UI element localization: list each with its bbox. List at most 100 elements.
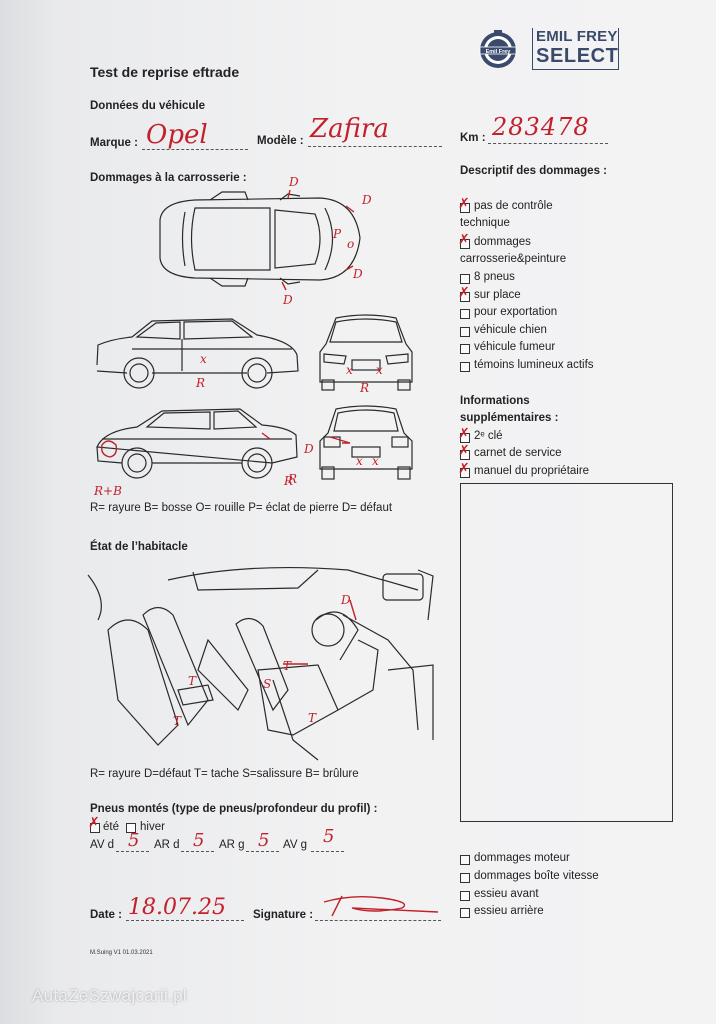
additional-info-title-line2: supplémentaires : — [460, 412, 559, 424]
date-value[interactable]: 18.07.25 — [128, 895, 226, 920]
tire-av-d-value[interactable]: 5 — [128, 830, 140, 851]
mark-side-right-r: R — [283, 474, 293, 488]
extra-damage-item-label: essieu avant — [474, 888, 539, 900]
tire-ar-d-line — [181, 851, 214, 852]
svg-text:Emil Frey: Emil Frey — [486, 49, 512, 55]
damage-item-check-mark: ✗ — [458, 232, 470, 248]
footer-code: M.Suing V1 01.03.2021 — [90, 950, 153, 956]
damage-item-label: pour exportation — [474, 306, 558, 318]
emil-frey-badge-logo: Emil Frey — [479, 30, 517, 68]
damage-item-checkbox[interactable] — [460, 309, 470, 319]
tire-ar-d-value[interactable]: 5 — [193, 830, 205, 851]
mark-front-r: R — [359, 381, 369, 395]
body-damage-title: Dommages à la carrosserie : — [90, 172, 247, 184]
mark-rear-x2: x — [372, 454, 379, 468]
car-rear-view-diagram: D x x R — [287, 405, 413, 486]
tire-av-g-value[interactable]: 5 — [323, 826, 335, 847]
km-line — [488, 143, 608, 144]
mark-side-left-x: x — [200, 352, 207, 366]
mark-top-d4: D — [282, 293, 293, 307]
tire-summer-check-mark: ✗ — [88, 815, 100, 831]
car-front-view-diagram: x x R — [319, 314, 413, 395]
additional-info-title-line1: Informations — [460, 395, 530, 407]
mark-interior-s: S — [263, 677, 271, 691]
mark-top-o: o — [347, 237, 354, 251]
damage-item-checkbox[interactable] — [460, 362, 470, 372]
vehicle-section-title: Données du véhicule — [90, 100, 206, 112]
additional-info-item-label: carnet de service — [474, 447, 562, 459]
extra-damage-item-checkbox[interactable] — [460, 873, 470, 883]
tire-av-d-line — [116, 851, 149, 852]
interior-diagram: D T T T T S — [87, 566, 434, 761]
additional-info-item-check-mark: ✗ — [458, 443, 470, 459]
additional-info-item-label: 2ᵉ clé — [474, 430, 503, 442]
brand-wordmark: EMIL FREY SELECT — [532, 28, 620, 72]
additional-info-item-check-mark: ✗ — [458, 426, 470, 442]
damage-item-checkbox[interactable] — [460, 239, 470, 249]
additional-info-item-check-mark: ✗ — [458, 461, 470, 477]
extra-damage-item-checkbox[interactable] — [460, 891, 470, 901]
extra-damage-item-checkbox[interactable] — [460, 855, 470, 865]
body-legend: R= rayure B= bosse O= rouille P= éclat d… — [90, 502, 393, 514]
km-value[interactable]: 283478 — [492, 113, 590, 141]
car-side-left-diagram: x R — [96, 318, 299, 390]
mark-top-d2: D — [361, 193, 372, 207]
additional-info-item-label: manuel du propriétaire — [474, 465, 590, 477]
tire-winter-checkbox[interactable] — [126, 823, 136, 833]
tires-title: Pneus montés (type de pneus/profondeur d… — [90, 803, 378, 815]
modele-value[interactable]: Zafira — [310, 114, 389, 144]
mark-top-d3: D — [352, 267, 363, 281]
extra-damage-item-checkbox[interactable] — [460, 908, 470, 918]
damage-item-checkbox[interactable] — [460, 344, 470, 354]
extra-damage-item-label: essieu arrière — [474, 905, 544, 917]
damage-item-checkbox[interactable] — [460, 292, 470, 302]
additional-info-item-checkbox[interactable] — [460, 468, 470, 478]
damage-item-label: 8 pneus — [474, 271, 515, 283]
date-line — [126, 920, 244, 921]
signature-line — [315, 920, 441, 921]
tire-av-d-label: AV d — [90, 839, 115, 851]
additional-info-item-checkbox[interactable] — [460, 433, 470, 443]
damage-item-label: véhicule fumeur — [474, 341, 556, 353]
interior-title: État de l’habitacle — [90, 541, 188, 553]
damage-item-label: pas de contrôle — [474, 200, 553, 212]
mark-front-x2: x — [376, 363, 383, 377]
damage-item-check-mark: ✗ — [458, 285, 470, 301]
damage-item-checkbox[interactable] — [460, 203, 470, 213]
brand-name-line2: SELECT — [536, 45, 619, 67]
modele-line — [308, 146, 442, 147]
tire-av-g-line — [311, 851, 344, 852]
mark-rear-d: D — [303, 442, 314, 456]
notes-box[interactable] — [460, 483, 673, 822]
mark-interior-t3: T — [283, 659, 292, 673]
additional-info-item-checkbox[interactable] — [460, 450, 470, 460]
car-top-view-diagram: D D P o D D — [159, 175, 372, 307]
form-title: Test de reprise eftrade — [90, 64, 240, 80]
car-side-right-diagram: R+B R — [93, 408, 298, 498]
marque-value[interactable]: Opel — [146, 120, 208, 150]
damage-item-label: sur place — [474, 289, 521, 301]
tire-av-g-label: AV g — [283, 839, 308, 851]
brand-name-line1: EMIL FREY — [536, 28, 618, 45]
interior-legend: R= rayure D=défaut T= tache S=salissure … — [90, 768, 359, 780]
tire-ar-g-label: AR g — [219, 839, 245, 851]
tire-summer-checkbox[interactable] — [90, 823, 100, 833]
mark-front-x1: x — [346, 363, 353, 377]
extra-damage-item-label: dommages moteur — [474, 852, 570, 864]
mark-interior-t2: T — [173, 714, 182, 728]
tire-ar-g-value[interactable]: 5 — [258, 830, 270, 851]
marque-line — [142, 149, 248, 150]
date-label: Date : — [90, 909, 122, 921]
damage-item-check-mark: ✗ — [458, 196, 470, 212]
signature-label: Signature : — [253, 909, 314, 921]
damage-item-checkbox[interactable] — [460, 327, 470, 337]
mark-rear-r: R — [287, 472, 297, 486]
damage-item-label: véhicule chien — [474, 324, 547, 336]
signature-scribble[interactable] — [312, 892, 442, 922]
damage-item-label-line2: carrosserie&peinture — [460, 253, 567, 265]
marque-label: Marque : — [90, 137, 138, 149]
mark-rear-x1: x — [356, 454, 363, 468]
damage-item-checkbox[interactable] — [460, 274, 470, 284]
tire-winter-label: hiver — [140, 821, 165, 833]
